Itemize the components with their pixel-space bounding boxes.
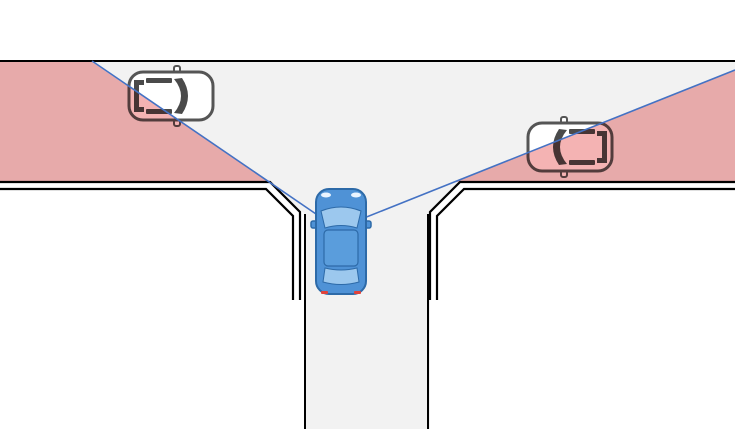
blind-spot-left	[0, 62, 269, 182]
ego-car-taillight-right	[354, 291, 361, 294]
ego-car-roof	[323, 229, 359, 267]
ego-car-headlight-right	[351, 192, 361, 198]
curb-right-outer	[428, 180, 735, 300]
car-left-windshield	[174, 78, 188, 114]
ego-car-rear-window	[322, 267, 360, 285]
ego-car-icon	[310, 188, 372, 295]
ego-car-windshield	[320, 206, 362, 229]
sight-line-left	[91, 60, 317, 215]
sight-line-right	[363, 69, 735, 219]
curb-left-outer	[0, 180, 302, 300]
car-left-side-window-top	[146, 78, 172, 83]
curb-right-inner	[435, 187, 735, 300]
ego-car-headlight-left	[321, 192, 331, 198]
ego-car-taillight-left	[321, 291, 328, 294]
curb-left-inner	[0, 187, 295, 300]
